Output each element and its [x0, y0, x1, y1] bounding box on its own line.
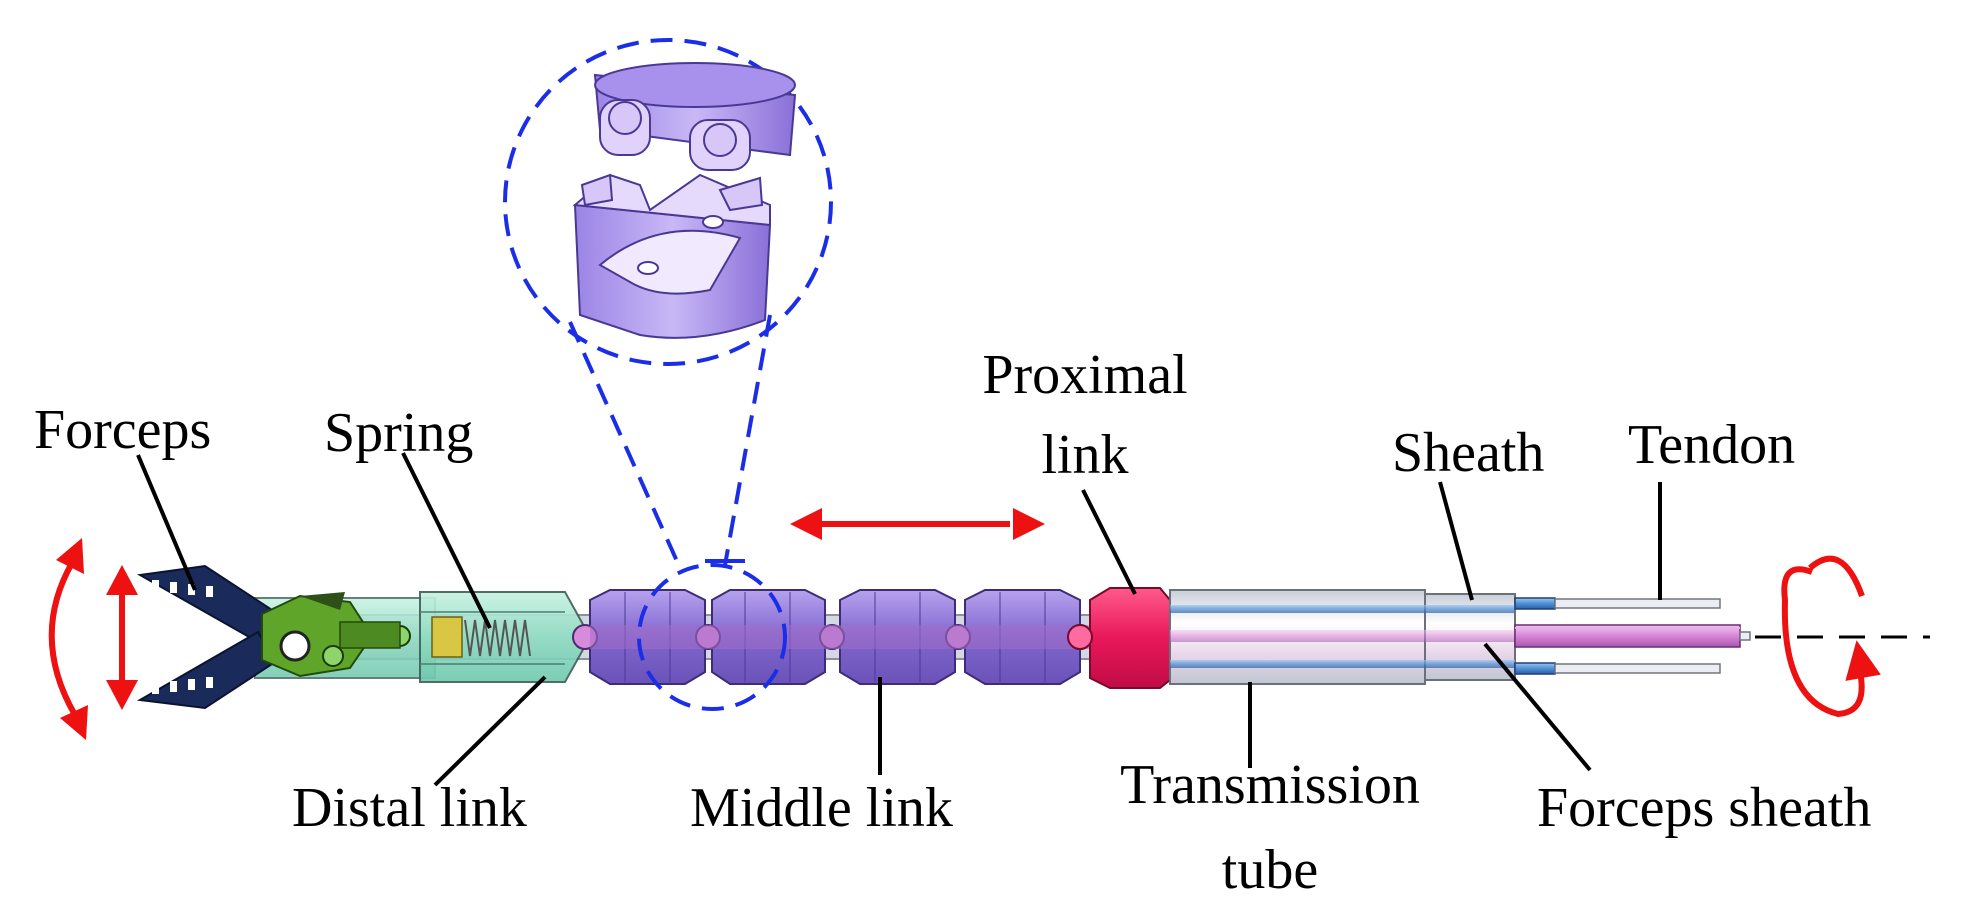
transmission-tube [1169, 589, 1516, 685]
label-transmission-tube-1: Transmission [1120, 754, 1420, 816]
label-distal-link: Distal link [292, 777, 527, 839]
label-proximal-link-1: Proximal [982, 344, 1188, 406]
link-detail-icon [572, 62, 797, 339]
label-transmission-tube-2: tube [1221, 839, 1319, 901]
proximal-link [1067, 587, 1171, 689]
label-forceps-sheath: Forceps sheath [1537, 777, 1872, 839]
label-spring: Spring [324, 402, 474, 464]
link-detail-callout [503, 38, 833, 711]
rotation-arrow-icon [1781, 555, 1881, 718]
middle-links [572, 589, 1093, 685]
sheaths [1514, 597, 1741, 675]
forceps-opening-arrow-icon [106, 565, 138, 710]
label-forceps: Forceps [34, 399, 212, 461]
label-middle-link: Middle link [690, 777, 953, 839]
spring [464, 619, 531, 657]
bidirectional-arrow-icon [790, 508, 1045, 540]
label-proximal-link-2: link [1041, 424, 1129, 486]
tendons [1554, 598, 1751, 674]
leader-lines [136, 452, 1662, 787]
forceps [136, 564, 411, 710]
label-tendon: Tendon [1628, 414, 1796, 476]
forceps-rotation-arrow-icon [48, 538, 88, 740]
label-sheath: Sheath [1392, 422, 1545, 484]
